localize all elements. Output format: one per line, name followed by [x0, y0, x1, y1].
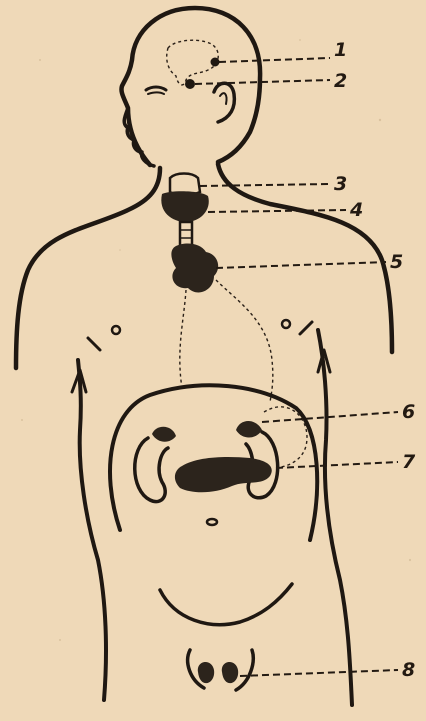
gland-1-dot — [211, 58, 220, 67]
label-8: 8 — [402, 659, 415, 681]
label-2: 2 — [334, 70, 347, 92]
label-4: 4 — [349, 199, 363, 221]
label-7: 7 — [402, 451, 416, 473]
label-6: 6 — [402, 401, 415, 423]
label-5: 5 — [390, 251, 403, 273]
gland-2-dot — [185, 79, 195, 89]
label-1: 1 — [334, 39, 347, 61]
label-3: 3 — [334, 173, 347, 195]
